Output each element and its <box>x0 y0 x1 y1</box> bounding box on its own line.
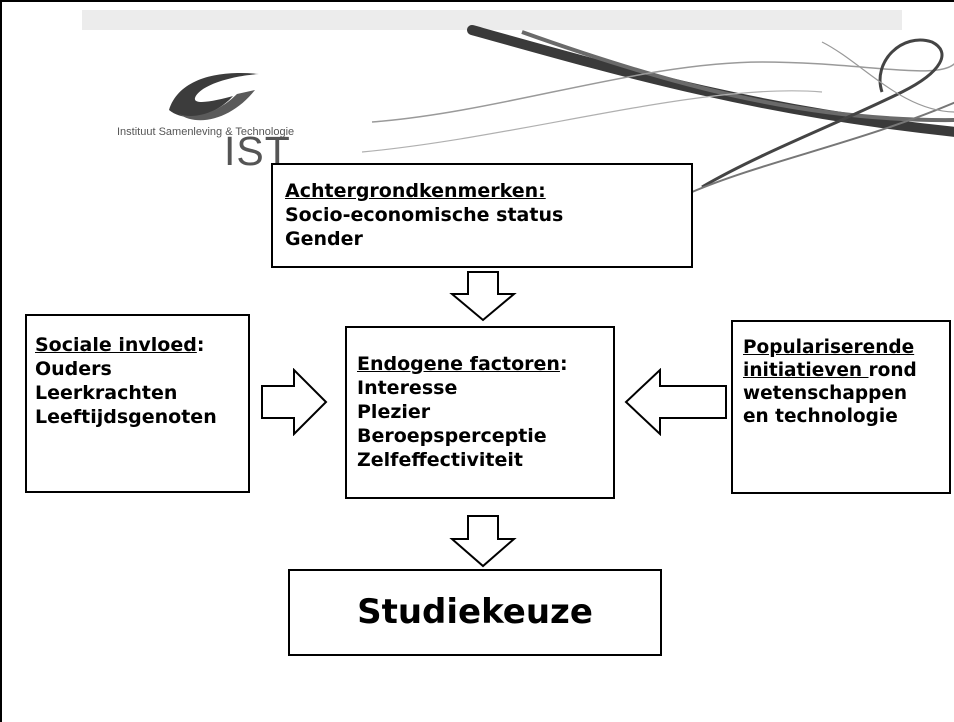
logo-subtitle: Instituut Samenleving & Technologie <box>117 126 295 138</box>
arrow-down-icon <box>449 271 517 322</box>
arrow-left-icon <box>624 368 727 436</box>
initiatives-heading-2: initiatieven <box>743 360 869 381</box>
header-bar <box>82 10 902 30</box>
arrow-down-icon <box>449 515 517 568</box>
study-choice-box: Studiekeuze <box>288 569 662 656</box>
initiatives-heading: Populariserende <box>743 337 915 358</box>
endogenous-item: Zelfeffectiviteit <box>357 449 523 471</box>
endogenous-factors-box: Endogene factoren: Interesse Plezier Ber… <box>345 326 615 499</box>
social-item: Leerkrachten <box>35 382 178 404</box>
arrow-right-icon <box>261 368 328 436</box>
study-choice-label: Studiekeuze <box>357 592 593 632</box>
ist-logo-mark-icon <box>169 73 259 121</box>
background-item: Socio-economische status <box>285 204 564 226</box>
social-heading: Sociale invloed <box>35 334 197 356</box>
social-heading-colon: : <box>196 334 205 356</box>
endogenous-item: Plezier <box>357 401 431 423</box>
social-item: Leeftijdsgenoten <box>35 406 217 428</box>
social-influence-box: Sociale invloed: Ouders Leerkrachten Lee… <box>25 314 250 493</box>
popularizing-initiatives-box: Populariserende initiatieven rond wetens… <box>731 320 951 494</box>
endogenous-heading-colon: : <box>559 353 568 375</box>
initiatives-item: wetenschappen <box>743 383 908 404</box>
ist-logo: IST Instituut Samenleving & Technologie <box>117 68 377 174</box>
background-item: Gender <box>285 228 363 250</box>
background-characteristics-box: Achtergrondkenmerken: Socio-economische … <box>271 163 693 268</box>
endogenous-item: Beroepsperceptie <box>357 425 547 447</box>
endogenous-heading: Endogene factoren <box>357 353 560 375</box>
initiatives-heading-suffix: rond <box>868 360 917 381</box>
initiatives-item: en technologie <box>743 406 898 427</box>
endogenous-item: Interesse <box>357 377 458 399</box>
background-heading: Achtergrondkenmerken: <box>285 180 546 202</box>
social-item: Ouders <box>35 358 112 380</box>
